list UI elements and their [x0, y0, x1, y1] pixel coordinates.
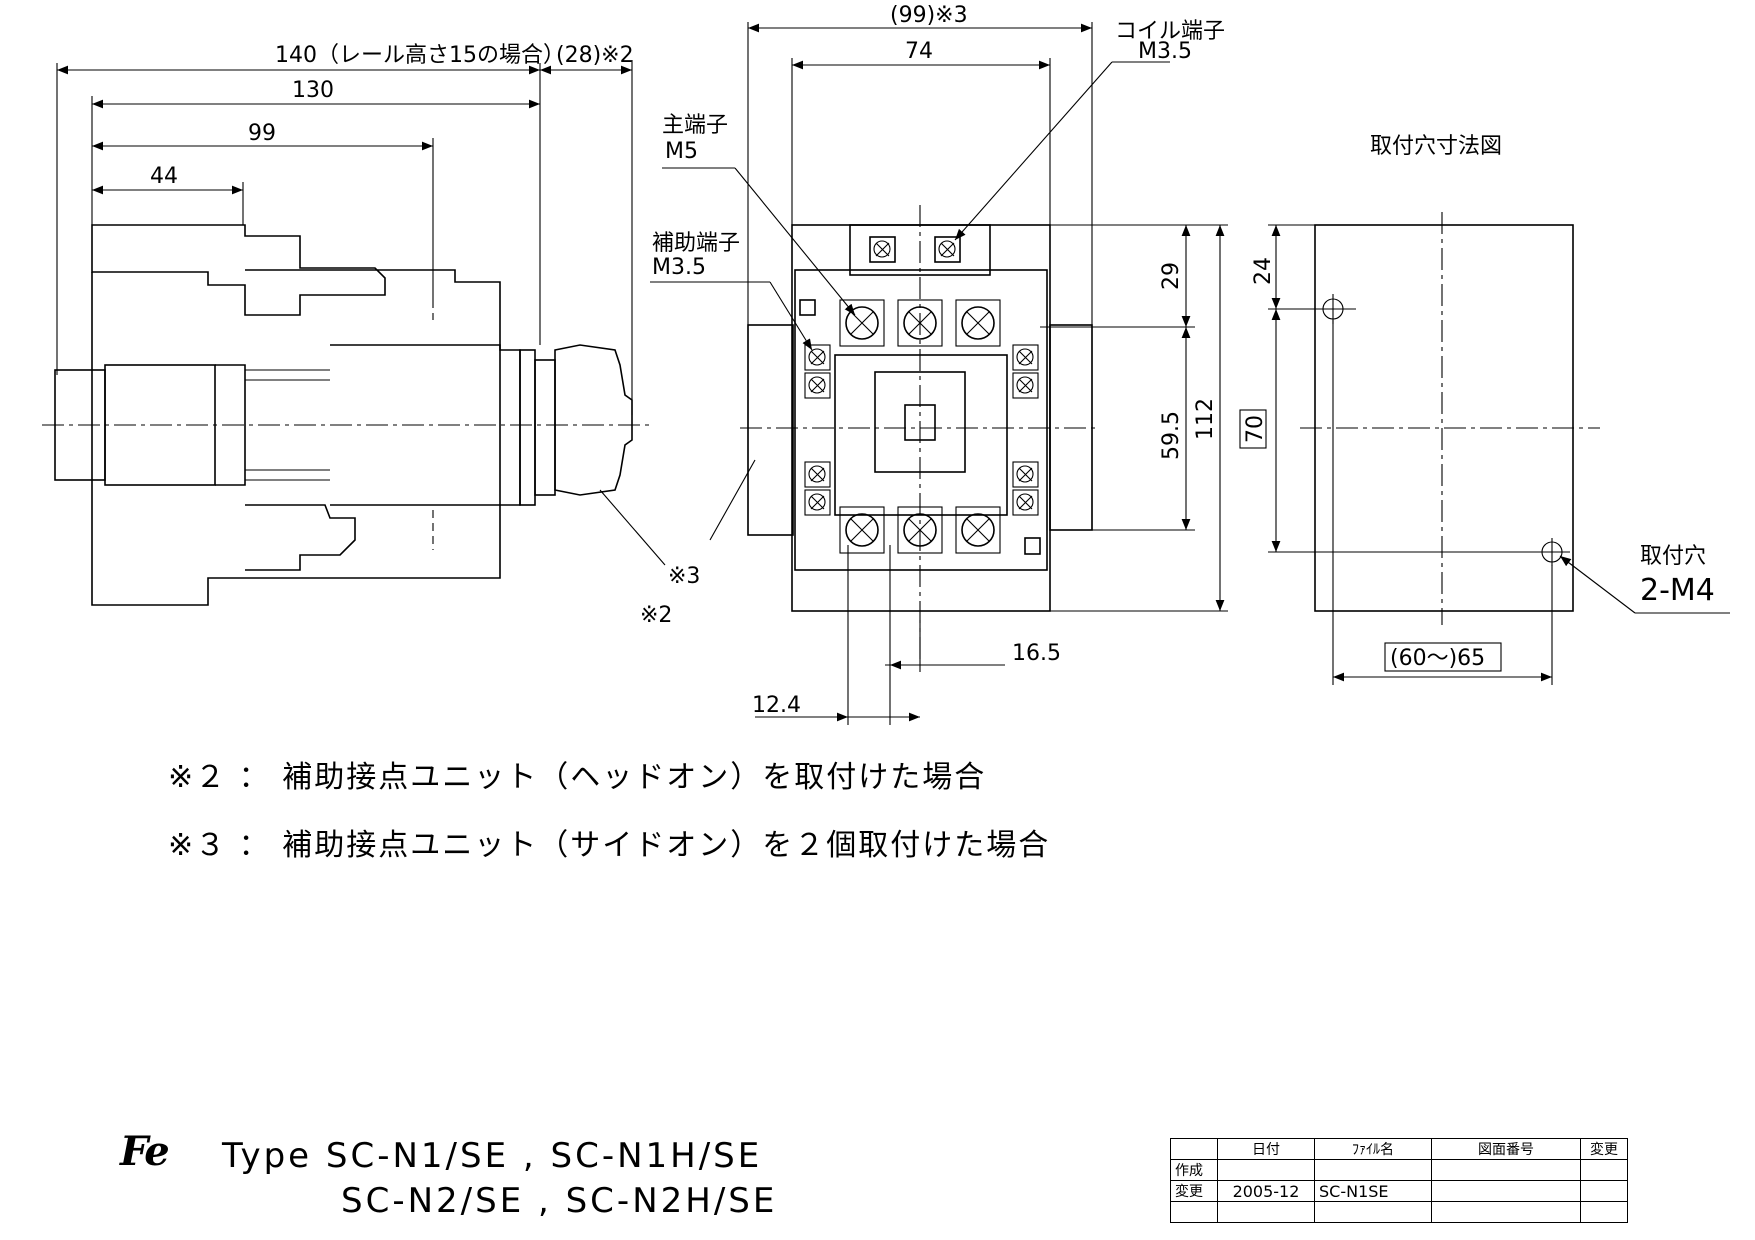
tb-cell [1580, 1180, 1628, 1202]
dim-59-5: 59.5 [1159, 411, 1184, 460]
aux-terminal-size: M3.5 [652, 255, 706, 280]
dim-112: 112 [1193, 398, 1218, 440]
tb-cell [1431, 1180, 1581, 1202]
dim-99: 99 [248, 121, 276, 146]
mounting-title: 取付穴寸法図 [1370, 134, 1502, 159]
tb-cell [1580, 1201, 1628, 1223]
mounting-hole-view: 取付穴寸法図 24 70 (60～)65 取付穴 2-M4 [1239, 134, 1730, 685]
tb-cell [1217, 1201, 1315, 1223]
dim-74: 74 [905, 39, 933, 64]
aux-terminal-label: 補助端子 [652, 231, 740, 256]
tb-cell [1580, 1159, 1628, 1181]
dim-16-5: 16.5 [1012, 641, 1061, 666]
coil-terminal-label: コイル端子 [1115, 19, 1225, 44]
tb-cell [1314, 1201, 1432, 1223]
dim-12-4: 12.4 [752, 693, 801, 718]
hole-size: 2-M4 [1640, 573, 1715, 608]
table-row: 変更 2005-12 SC-N1SE [1170, 1180, 1628, 1202]
tb-cell-date: 2005-12 [1217, 1180, 1315, 1202]
mark-note2: ※2 [640, 603, 672, 628]
model-line-1: Type SC-N1/SE , SC-N1H/SE [222, 1136, 763, 1176]
dim-140: 140（レール高さ15の場合） [275, 43, 565, 68]
tb-cell [1431, 1201, 1581, 1223]
dim-130: 130 [292, 78, 334, 103]
tb-cell [1170, 1201, 1218, 1223]
dim-29: 29 [1159, 262, 1184, 290]
tb-h-date: 日付 [1217, 1138, 1315, 1160]
table-row [1170, 1201, 1628, 1223]
note-2: ※２ ： 補助接点ユニット（ヘッドオン）を取付けた場合 [168, 760, 987, 795]
front-view: (99)※3 74 [650, 3, 1228, 725]
dim-70: 70 [1243, 415, 1268, 443]
tb-h-file: ﾌｧｲﾙ名 [1314, 1138, 1432, 1160]
tb-cell [1431, 1159, 1581, 1181]
main-terminal-size: M5 [665, 139, 698, 164]
dim-60-65: (60～)65 [1390, 646, 1485, 671]
tb-cell [1217, 1159, 1315, 1181]
dim-28: (28)※2 [556, 43, 634, 68]
dim-24: 24 [1251, 257, 1276, 285]
dim-99-3: (99)※3 [890, 3, 968, 28]
dim-44: 44 [150, 164, 178, 189]
tb-cell [1314, 1159, 1432, 1181]
model-line-2: SC-N2/SE , SC-N2H/SE [341, 1181, 778, 1221]
tb-cell: 変更 [1170, 1180, 1218, 1202]
mark-note3: ※3 [668, 564, 700, 589]
side-view: 140（レール高さ15の場合） (28)※2 130 99 44 ※3 ※2 [42, 43, 756, 628]
tb-h-drawing-no: 図面番号 [1431, 1138, 1581, 1160]
title-block-header: 日付 ﾌｧｲﾙ名 図面番号 変更 [1170, 1138, 1628, 1160]
hole-label: 取付穴 [1640, 544, 1706, 569]
note-3: ※３ ： 補助接点ユニット（サイドオン）を２個取付けた場合 [168, 828, 1051, 863]
fe-logo: Fe [120, 1128, 170, 1175]
coil-terminal-size: M3.5 [1138, 39, 1192, 64]
aux-terminal-screws [804, 344, 1039, 516]
tb-cell: 作成 [1170, 1159, 1218, 1181]
tb-cell-file: SC-N1SE [1314, 1180, 1432, 1202]
tb-h-change: 変更 [1580, 1138, 1628, 1160]
coil-terminal-screws [873, 240, 956, 258]
table-row: 作成 [1170, 1159, 1628, 1181]
title-block: 日付 ﾌｧｲﾙ名 図面番号 変更 作成 変更 2005-12 SC-N1SE [1170, 1138, 1628, 1223]
main-terminal-label: 主端子 [662, 113, 728, 138]
tb-h0 [1170, 1138, 1218, 1160]
